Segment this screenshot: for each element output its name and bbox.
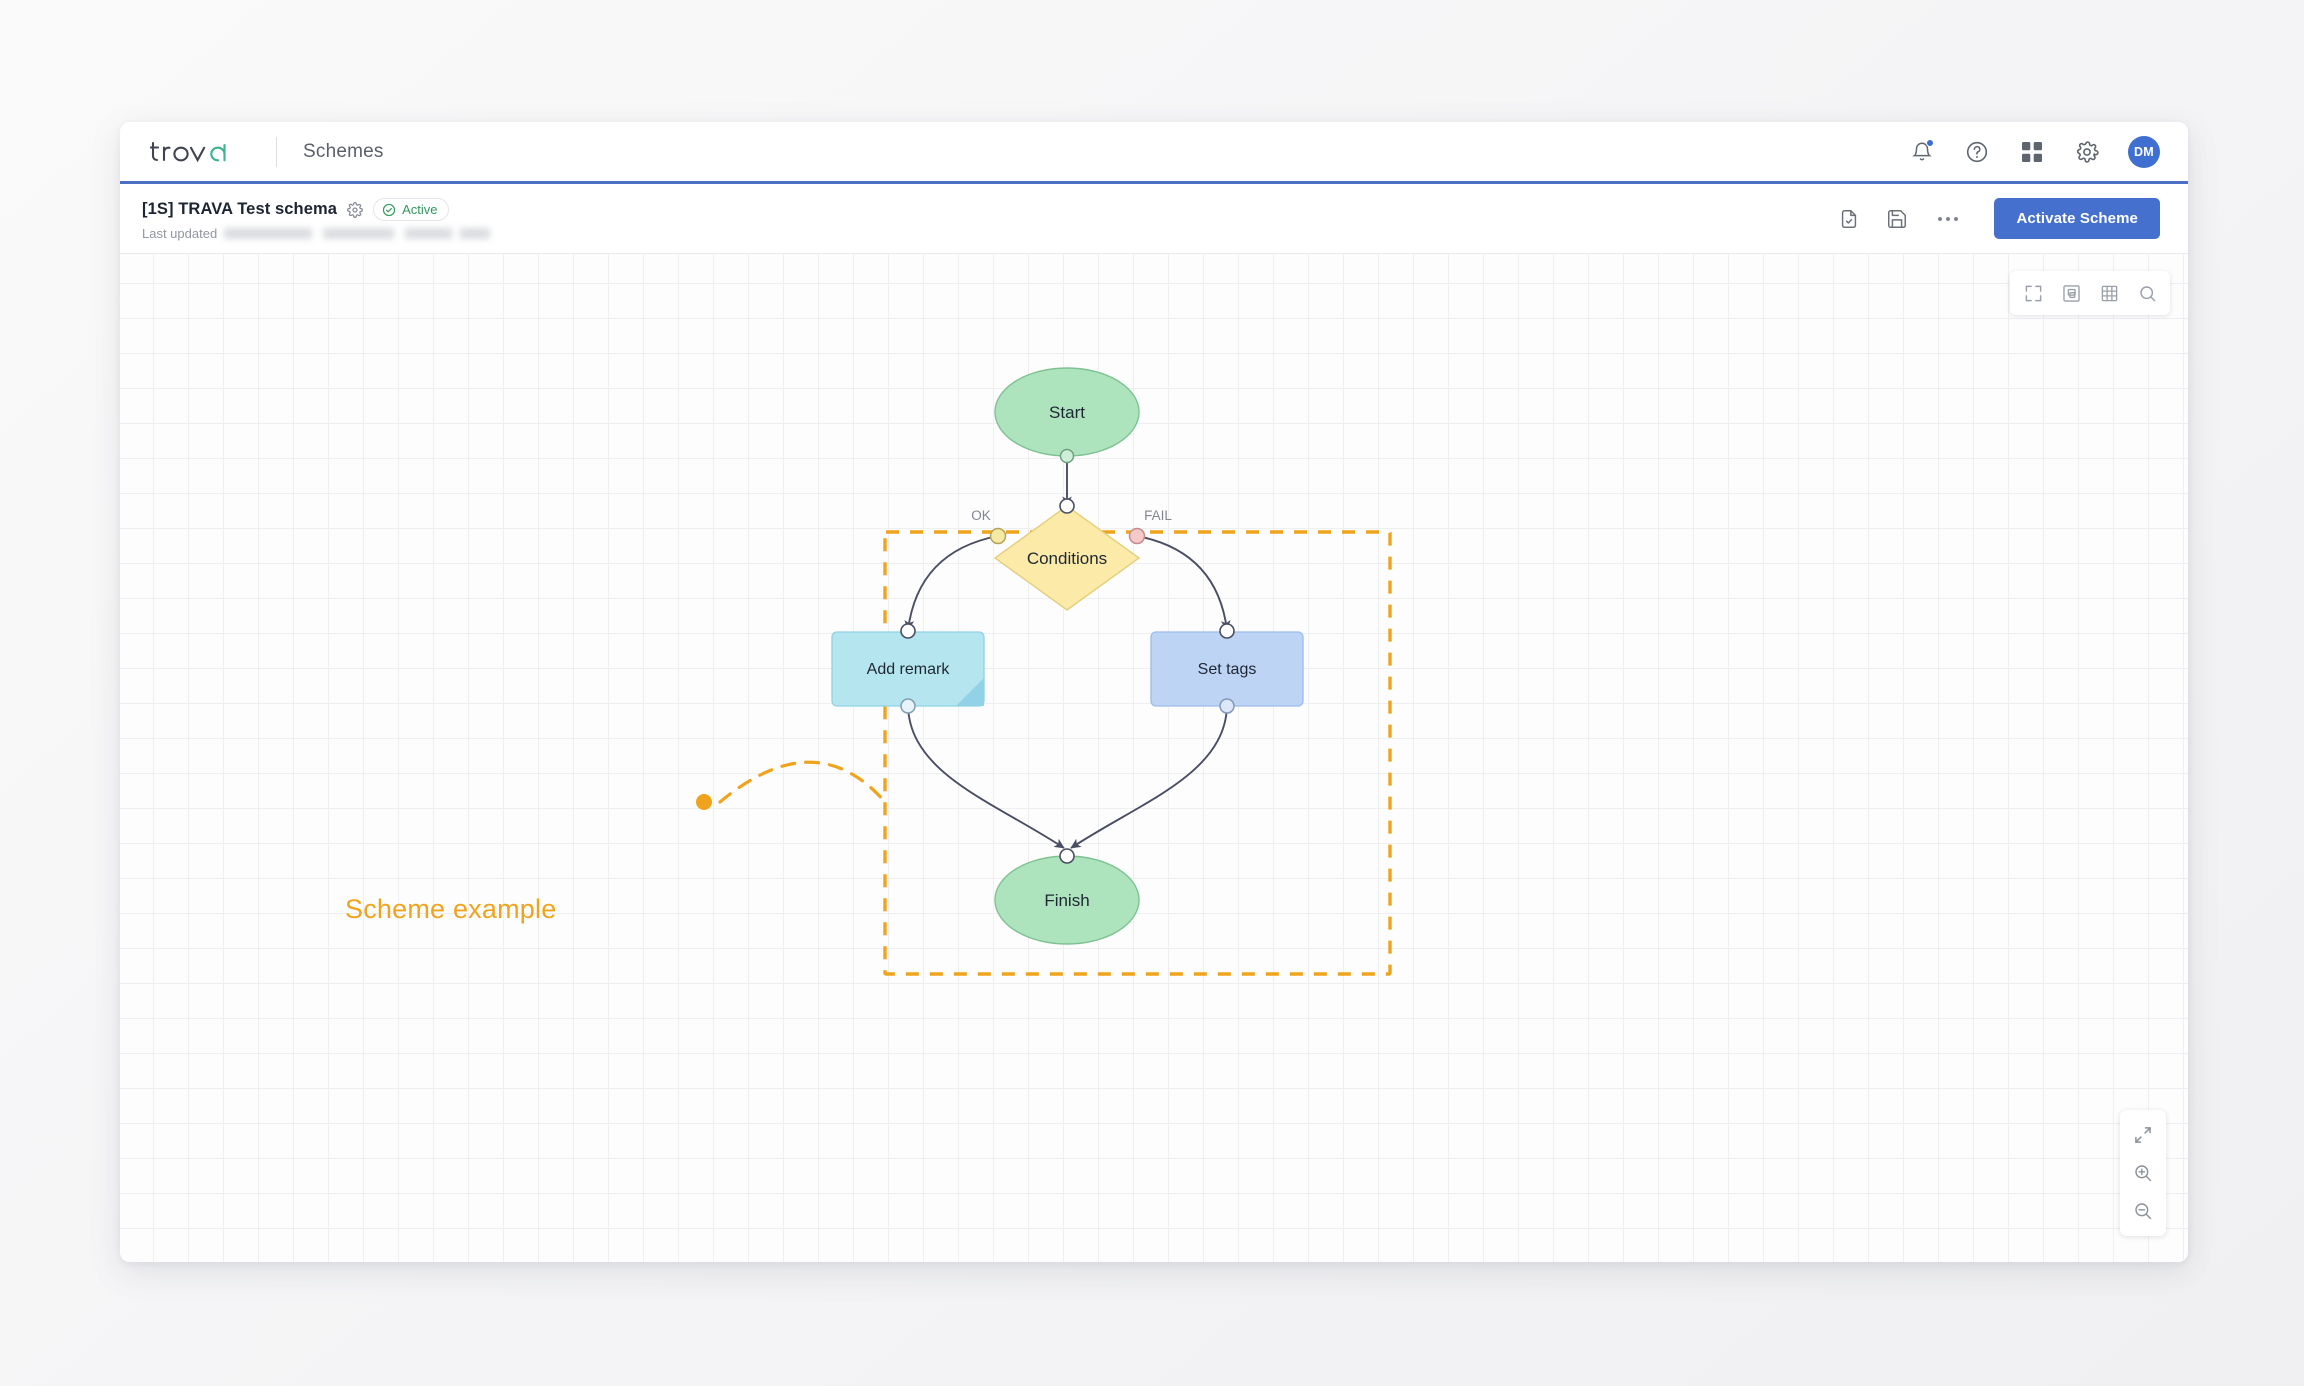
settings-gear-icon[interactable]: [2073, 138, 2101, 166]
help-circle-icon[interactable]: [1963, 138, 1991, 166]
node-set-tags-label: Set tags: [1198, 661, 1257, 678]
edge-conditions-fail-to-set-tags: [1136, 535, 1231, 631]
node-finish[interactable]: Finish: [994, 848, 1140, 945]
zoom-controls: [2120, 1110, 2166, 1236]
port-finish-in[interactable]: [1059, 848, 1075, 864]
scheme-canvas[interactable]: Start Conditions OK FAIL Add remark: [120, 254, 2188, 1262]
port-add-remark-out[interactable]: [900, 698, 916, 714]
notifications-bell-icon[interactable]: [1908, 138, 1936, 166]
minimap-icon[interactable]: [2052, 276, 2090, 310]
last-updated-value-redacted: [224, 228, 491, 239]
user-avatar[interactable]: DM: [2128, 135, 2160, 168]
node-start-label: Start: [1049, 403, 1085, 422]
annotation-connector: [718, 760, 887, 804]
port-conditions-ok[interactable]: [989, 527, 1007, 545]
node-start[interactable]: Start: [994, 367, 1140, 464]
trava-logo[interactable]: [150, 135, 246, 169]
port-set-tags-in[interactable]: [1219, 623, 1235, 639]
node-add-remark[interactable]: Add remark: [831, 623, 985, 714]
edge-set-tags-to-finish: [1070, 705, 1228, 849]
last-updated-label: Last updated: [142, 226, 218, 241]
zoom-in-icon[interactable]: [2124, 1154, 2162, 1192]
apps-grid-icon[interactable]: [2018, 138, 2046, 166]
save-icon[interactable]: [1886, 208, 1908, 230]
canvas-toolbar: [2010, 271, 2170, 315]
node-conditions[interactable]: Conditions OK FAIL: [971, 498, 1172, 611]
page-title: Schemes: [303, 140, 384, 162]
status-badge-label: Active: [402, 202, 438, 217]
fullscreen-icon[interactable]: [2014, 276, 2052, 310]
check-circle-icon: [382, 203, 396, 216]
top-navigation-bar: Schemes: [120, 122, 2188, 184]
port-label-fail: FAIL: [1144, 508, 1172, 523]
scheme-title-row: [1S] TRAVA Test schema Active: [142, 198, 490, 221]
annotation-dot: [696, 794, 712, 810]
last-updated-row: Last updated: [142, 226, 491, 241]
port-start-out[interactable]: [1059, 448, 1075, 464]
node-finish-label: Finish: [1044, 891, 1089, 910]
app-window: Schemes: [120, 122, 2188, 1262]
nav-divider: [276, 136, 277, 167]
port-conditions-in[interactable]: [1059, 498, 1075, 514]
node-conditions-label: Conditions: [1027, 549, 1107, 568]
edge-conditions-ok-to-add-remark: [904, 535, 999, 631]
node-add-remark-label: Add remark: [867, 661, 951, 678]
export-document-icon[interactable]: [1838, 208, 1860, 230]
fit-to-screen-icon[interactable]: [2124, 1116, 2162, 1154]
port-label-ok: OK: [971, 508, 991, 523]
status-badge: Active: [373, 198, 450, 221]
scheme-title: [1S] TRAVA Test schema: [142, 200, 338, 218]
grid-icon[interactable]: [2090, 276, 2128, 310]
scheme-header-info: [1S] TRAVA Test schema Active Last u: [142, 196, 491, 241]
port-conditions-fail[interactable]: [1128, 527, 1146, 545]
scheme-header-actions: Activate Scheme: [1838, 198, 2160, 239]
scheme-diagram[interactable]: Start Conditions OK FAIL Add remark: [120, 254, 2188, 1262]
more-options-icon[interactable]: [1934, 216, 1962, 221]
zoom-out-icon[interactable]: [2124, 1192, 2162, 1230]
port-add-remark-in[interactable]: [900, 623, 916, 639]
port-set-tags-out[interactable]: [1219, 698, 1235, 714]
search-icon[interactable]: [2128, 276, 2166, 310]
scheme-header-bar: [1S] TRAVA Test schema Active Last u: [120, 184, 2188, 254]
scheme-settings-gear-icon[interactable]: [347, 201, 363, 218]
edge-add-remark-to-finish: [907, 705, 1065, 849]
top-nav-actions: DM: [1908, 135, 2160, 168]
activate-scheme-button[interactable]: Activate Scheme: [1994, 198, 2160, 239]
notification-badge: [1926, 138, 1934, 147]
node-set-tags[interactable]: Set tags: [1150, 623, 1304, 714]
annotation-label: Scheme example: [345, 894, 557, 924]
